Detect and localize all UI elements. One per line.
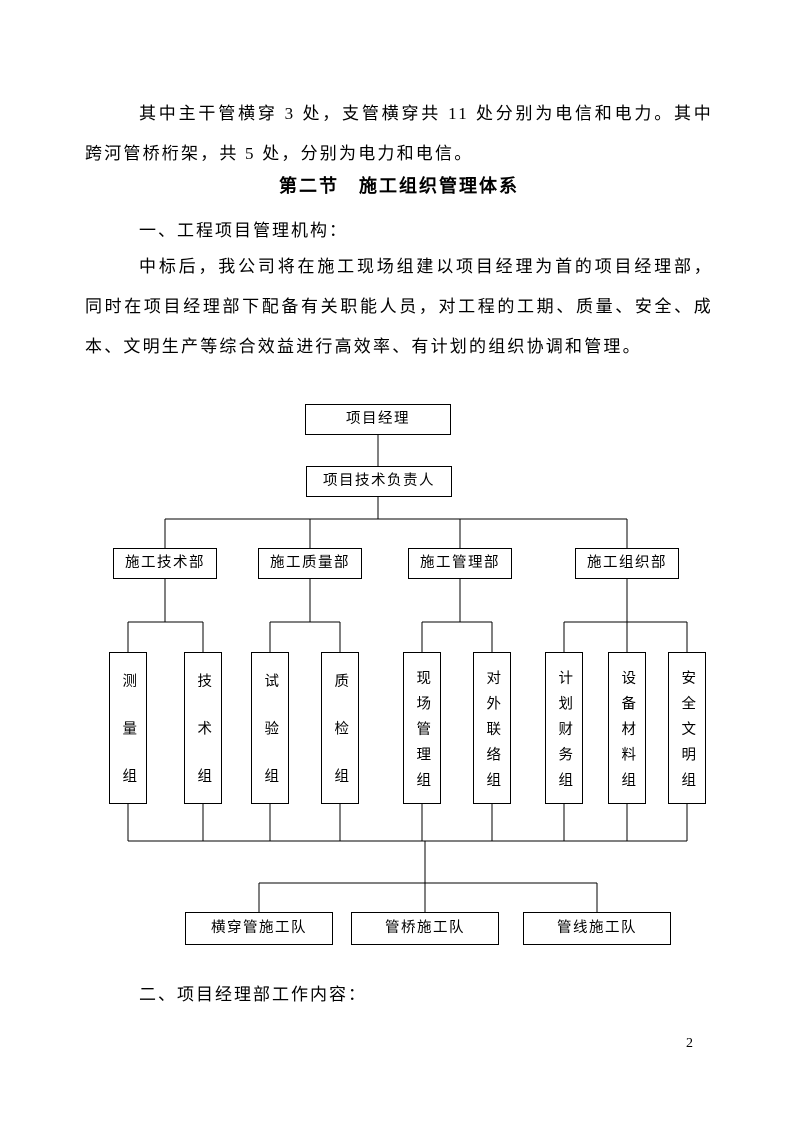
group-label: 对外联络组 [484, 669, 501, 798]
node-group-equipment-materials: 设备材料组 [608, 652, 646, 804]
dept-label: 施工组织部 [587, 555, 667, 572]
node-technical-lead: 项目技术负责人 [306, 466, 452, 497]
node-dept-construction-quality: 施工质量部 [258, 548, 362, 579]
section-heading: 第二节 施工组织管理体系 [279, 176, 519, 196]
group-label: 现场管理组 [414, 669, 431, 798]
node-dept-construction-organization: 施工组织部 [575, 548, 679, 579]
node-technical-lead-label: 项目技术负责人 [323, 473, 435, 490]
node-group-planning-finance: 计划财务组 [545, 652, 583, 804]
team-label: 管桥施工队 [385, 920, 465, 937]
node-dept-construction-management: 施工管理部 [408, 548, 512, 579]
team-label: 横穿管施工队 [211, 920, 307, 937]
dept-label: 施工质量部 [270, 555, 350, 572]
node-team-pipe-bridge: 管桥施工队 [351, 912, 499, 945]
group-label: 试验组 [262, 673, 279, 816]
paragraph-project-department: 中标后，我公司将在施工现场组建以项目经理为首的项目经理部，同时在项目经理部下配备… [85, 257, 713, 356]
group-label: 设备材料组 [619, 669, 636, 798]
node-group-site-management: 现场管理组 [403, 652, 441, 804]
node-group-external-liaison: 对外联络组 [473, 652, 511, 804]
node-project-manager-label: 项目经理 [346, 411, 410, 428]
group-label: 测量组 [120, 673, 137, 816]
page-number: 2 [686, 1036, 693, 1051]
node-team-pipeline: 管线施工队 [523, 912, 671, 945]
group-label: 安全文明组 [679, 669, 696, 798]
paragraph-pipe-crossings: 其中主干管横穿 3 处，支管横穿共 11 处分别为电信和电力。其中跨河管桥桁架，… [85, 104, 713, 163]
group-label: 质检组 [332, 673, 349, 816]
node-group-quality-inspection: 质检组 [321, 652, 359, 816]
item-heading-management-structure: 一、工程项目管理机构： [139, 221, 348, 240]
dept-label: 施工管理部 [420, 555, 500, 572]
node-group-safety-civilization: 安全文明组 [668, 652, 706, 804]
item-heading-department-duties: 二、项目经理部工作内容： [139, 985, 367, 1004]
dept-label: 施工技术部 [125, 555, 205, 572]
group-label: 计划财务组 [556, 669, 573, 798]
node-group-test: 试验组 [251, 652, 289, 816]
node-team-crossing-pipe: 横穿管施工队 [185, 912, 333, 945]
team-label: 管线施工队 [557, 920, 637, 937]
node-dept-construction-technology: 施工技术部 [113, 548, 217, 579]
group-label: 技术组 [195, 673, 212, 816]
node-group-technical: 技术组 [184, 652, 222, 816]
node-group-survey: 测量组 [109, 652, 147, 816]
node-project-manager: 项目经理 [305, 404, 451, 435]
